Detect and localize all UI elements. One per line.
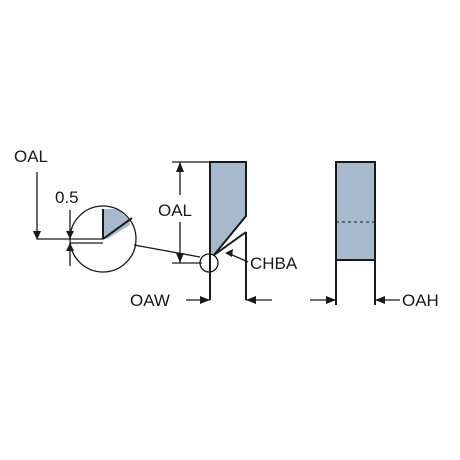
half-mm-arrowhead-bottom [66, 243, 74, 251]
side-view-insert [199, 161, 247, 300]
half-mm-dimension: 0.5 [55, 188, 79, 266]
chba-label: CHBA [250, 254, 298, 273]
chba-dimension: CHBA [225, 249, 298, 273]
oah-arrowhead-left [326, 296, 336, 304]
side-insert-outline [209, 161, 247, 300]
side-insert-chamfer-lower [213, 231, 247, 256]
half-mm-arrowhead-top [66, 231, 74, 239]
detail-oal-label: OAL [14, 147, 48, 166]
side-insert-body [210, 162, 246, 255]
oah-dimension: OAH [310, 291, 439, 310]
detail-oal-dimension: OAL [14, 147, 48, 240]
side-oal-dimension: OAL [158, 161, 210, 264]
detail-connector-line [133, 244, 201, 258]
oaw-arrowhead-left [200, 296, 210, 304]
chba-arrowhead [225, 249, 233, 257]
oah-arrowhead-right [375, 296, 385, 304]
oaw-arrowhead-right [246, 296, 256, 304]
detail-oal-arrowhead [33, 231, 41, 240]
detail-magnifier [37, 205, 137, 273]
chba-leader [229, 253, 249, 263]
detail-insert-chamfer [102, 217, 133, 240]
side-oal-arrowhead-top [176, 162, 184, 172]
front-insert-body [336, 162, 375, 260]
front-insert-outline [335, 161, 376, 261]
front-view-insert [335, 161, 376, 305]
side-oal-label: OAL [158, 201, 192, 220]
half-mm-label: 0.5 [55, 188, 79, 207]
oaw-label: OAW [130, 291, 170, 310]
detail-insert-corner [103, 209, 130, 238]
oaw-dimension: OAW [130, 291, 272, 310]
oah-label: OAH [402, 291, 439, 310]
side-oal-arrowhead-bottom [176, 253, 184, 263]
